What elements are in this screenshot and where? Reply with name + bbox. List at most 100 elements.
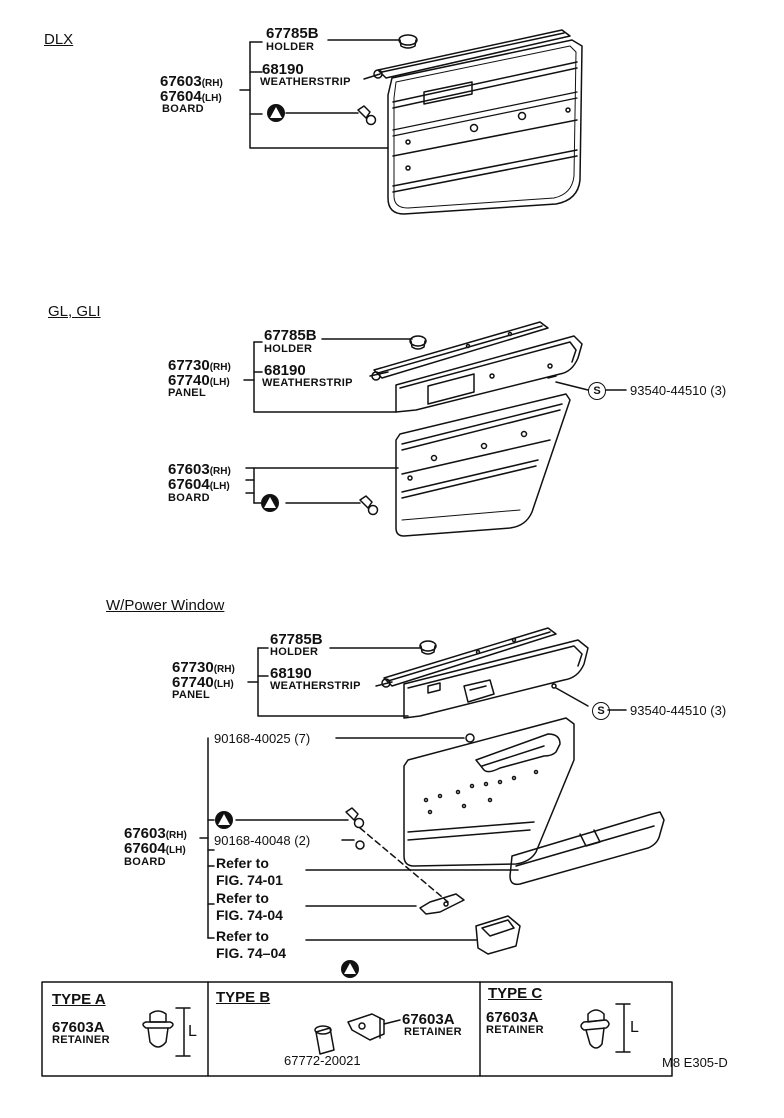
pw-retainer-clip bbox=[345, 807, 365, 829]
gl-weatherstrip-part: 68190 bbox=[264, 362, 306, 379]
gl-weatherstrip-name: WEATHERSTRIP bbox=[262, 377, 353, 389]
pw-upper-panel bbox=[403, 639, 589, 719]
pw-board-part-lh: 67604 bbox=[124, 840, 166, 857]
type-c-retainer-drawing bbox=[580, 1003, 631, 1053]
gl-heading: GL, GLI bbox=[48, 303, 101, 320]
pw-refer2-line2: FIG. 74-04 bbox=[216, 907, 283, 923]
pw-lower-board bbox=[403, 717, 575, 867]
pw-screw-part: 93540-44510 bbox=[630, 703, 707, 718]
pw-clip2-part: 90168-40048 bbox=[214, 833, 291, 848]
dlx-weatherstrip bbox=[373, 29, 571, 79]
pw-board-name: BOARD bbox=[124, 856, 166, 868]
type-table bbox=[41, 981, 673, 1077]
gl-retainer-clip bbox=[359, 495, 379, 516]
gl-holder-part: 67785B bbox=[264, 327, 317, 344]
pw-bracket bbox=[419, 893, 465, 915]
pw-panel-part-rh: 67730 bbox=[172, 659, 214, 676]
gl-board-rh-tag: (RH) bbox=[209, 466, 231, 477]
dlx-board-part-rh: 67603 bbox=[160, 73, 202, 90]
gl-lower-board bbox=[395, 393, 571, 537]
dlx-board-part-lh: 67604 bbox=[160, 88, 202, 105]
type-c-label: TYPE C bbox=[488, 985, 543, 1002]
pw-clip2-line: 90168-40048 (2) bbox=[214, 834, 310, 847]
dlx-board-lh: 67604(LH) bbox=[160, 89, 222, 105]
pw-screw-line: 93540-44510 (3) bbox=[630, 704, 726, 717]
pw-clip-line: 90168-40025 (7) bbox=[214, 732, 310, 745]
type-b-extra-part: 67772-20021 bbox=[284, 1053, 361, 1068]
pw-leader-lines bbox=[199, 647, 627, 941]
gl-panel-part-rh: 67730 bbox=[168, 357, 210, 374]
type-a-part: 67603A bbox=[52, 1019, 105, 1036]
pw-refer2-line1: Refer to bbox=[216, 890, 269, 906]
gl-screw-part: 93540-44510 bbox=[630, 383, 707, 398]
pw-screw-qty: (3) bbox=[710, 703, 727, 718]
dlx-rh: (RH) bbox=[201, 78, 223, 89]
pw-board-rh: 67603(RH) bbox=[124, 826, 187, 842]
dlx-door-trim-board bbox=[387, 39, 583, 215]
pw-board-lh: 67604(LH) bbox=[124, 841, 186, 857]
type-a-label: TYPE A bbox=[52, 991, 106, 1008]
pw-panel-rh-tag: (RH) bbox=[213, 664, 235, 675]
dlx-holder-name: HOLDER bbox=[266, 41, 315, 53]
gl-board-part-rh: 67603 bbox=[168, 461, 210, 478]
dlx-board-rh: 67603(RH) bbox=[160, 74, 223, 90]
type-b-part: 67603A bbox=[402, 1011, 455, 1028]
type-c-part: 67603A bbox=[486, 1009, 539, 1026]
type-a-name: RETAINER bbox=[52, 1034, 110, 1046]
pw-board-part-rh: 67603 bbox=[124, 825, 166, 842]
dlx-heading: DLX bbox=[44, 31, 74, 48]
dlx-weatherstrip-name: WEATHERSTRIP bbox=[260, 76, 351, 88]
gl-leader-lines bbox=[243, 338, 627, 504]
gl-board-rh: 67603(RH) bbox=[168, 462, 231, 478]
pw-clip-part: 90168-40025 bbox=[214, 731, 291, 746]
pw-refer3-line1: Refer to bbox=[216, 928, 269, 944]
gl-holder-clip bbox=[409, 335, 427, 350]
pw-clip-40048 bbox=[355, 840, 365, 850]
pw-weatherstrip-part: 68190 bbox=[270, 665, 312, 682]
gl-panel-lh-tag: (LH) bbox=[209, 377, 230, 388]
gl-screw-qty: (3) bbox=[710, 383, 727, 398]
pw-clip-qty: (7) bbox=[294, 731, 311, 746]
pw-panel-lh-tag: (LH) bbox=[213, 679, 234, 690]
figure-code: M8 E305-D bbox=[662, 1055, 728, 1070]
type-b-label: TYPE B bbox=[216, 989, 271, 1006]
gl-board-part-lh: 67604 bbox=[168, 476, 210, 493]
pw-screw-symbol: S bbox=[592, 702, 610, 720]
gl-board-lh: 67604(LH) bbox=[168, 477, 230, 493]
gl-weatherstrip bbox=[371, 321, 549, 381]
type-c-name: RETAINER bbox=[486, 1024, 544, 1036]
type-b-parts-drawing bbox=[314, 1013, 401, 1055]
pw-refer1-line1: Refer to bbox=[216, 855, 269, 871]
dlx-leader-lines bbox=[239, 39, 399, 149]
gl-board-lh-tag: (LH) bbox=[209, 481, 230, 492]
gl-panel-part-lh: 67740 bbox=[168, 372, 210, 389]
pw-heading: W/Power Window bbox=[106, 597, 225, 614]
dlx-weatherstrip-part: 68190 bbox=[262, 61, 304, 78]
pw-switch-cup bbox=[475, 915, 521, 955]
gl-panel-lh: 67740(LH) bbox=[168, 373, 230, 389]
type-c-dim: L bbox=[630, 1019, 639, 1036]
pw-holder-name: HOLDER bbox=[270, 646, 319, 658]
pw-weatherstrip bbox=[381, 627, 557, 688]
dlx-lh: (LH) bbox=[201, 93, 222, 104]
dlx-board-name: BOARD bbox=[162, 103, 204, 115]
gl-panel-rh-tag: (RH) bbox=[209, 362, 231, 373]
pw-weatherstrip-name: WEATHERSTRIP bbox=[270, 680, 361, 692]
dlx-holder-clip bbox=[398, 34, 418, 49]
pw-armrest bbox=[509, 811, 665, 886]
pw-panel-rh: 67730(RH) bbox=[172, 660, 235, 676]
gl-board-name: BOARD bbox=[168, 492, 210, 504]
gl-holder-name: HOLDER bbox=[264, 343, 313, 355]
gl-screw-line: 93540-44510 (3) bbox=[630, 384, 726, 397]
pw-refer3-line2: FIG. 74–04 bbox=[216, 945, 287, 961]
pw-clip-40025 bbox=[465, 733, 475, 743]
pw-board-lh-tag: (LH) bbox=[165, 845, 186, 856]
dlx-retainer-clip bbox=[357, 105, 377, 126]
pw-panel-lh: 67740(LH) bbox=[172, 675, 234, 691]
type-b-name: RETAINER bbox=[404, 1026, 462, 1038]
type-a-retainer-drawing bbox=[142, 1007, 191, 1057]
gl-panel-name: PANEL bbox=[168, 387, 206, 399]
pw-board-rh-tag: (RH) bbox=[165, 830, 187, 841]
pw-clip2-qty: (2) bbox=[294, 833, 311, 848]
